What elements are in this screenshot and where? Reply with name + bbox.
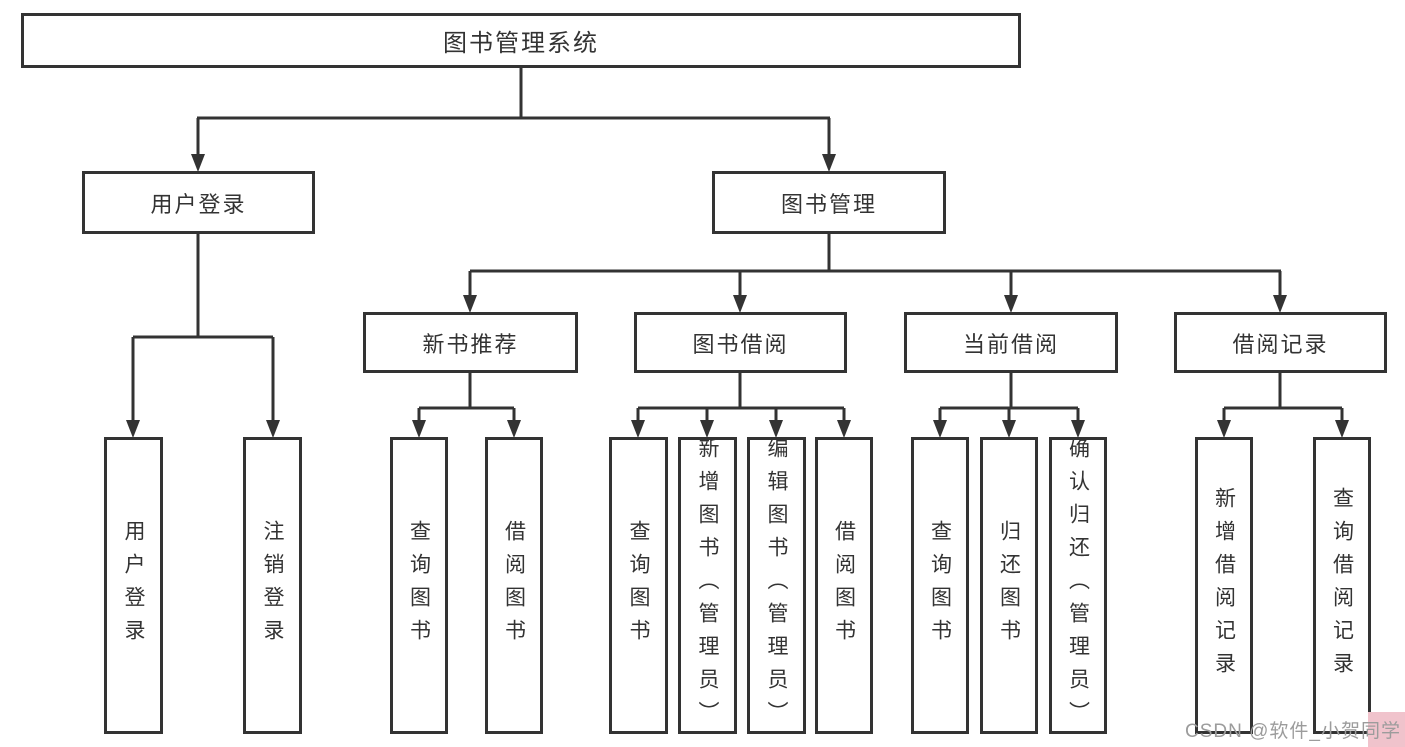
node-label: 查询图书 xyxy=(407,519,431,652)
node-label: 借阅图书 xyxy=(502,519,526,652)
leaf-records-add-record: 新增借阅记录 xyxy=(1195,437,1253,734)
watermark-highlight xyxy=(1368,712,1405,747)
csdn-watermark: CSDN @软件_小贺同学 xyxy=(1185,721,1401,742)
node-label: 用户登录 xyxy=(122,519,146,652)
node-label: 用户登录 xyxy=(150,191,247,217)
leaf-borrowing-borrow-book: 借阅图书 xyxy=(815,437,873,734)
node-label: 查询图书 xyxy=(928,519,952,652)
leaf-borrowing-query-book: 查询图书 xyxy=(609,437,668,734)
node-label: 图书管理 xyxy=(780,191,877,217)
leaf-records-query-record: 查询借阅记录 xyxy=(1313,437,1371,734)
node-new-book-recommend: 新书推荐 xyxy=(363,312,578,373)
node-label: 归还图书 xyxy=(997,519,1021,652)
node-label: 图书管理系统 xyxy=(443,30,599,57)
node-label: 新书推荐 xyxy=(422,331,519,357)
node-label: 查询图书 xyxy=(627,519,651,652)
leaf-logout: 注销登录 xyxy=(243,437,302,734)
leaf-current-confirm-return-admin: 确认归还（管理员） xyxy=(1049,437,1107,734)
node-borrowing-records: 借阅记录 xyxy=(1174,312,1387,373)
node-label: 编辑图书（管理员） xyxy=(765,437,789,734)
node-current-borrowing: 当前借阅 xyxy=(904,312,1118,373)
leaf-recommend-borrow-book: 借阅图书 xyxy=(485,437,543,734)
leaf-user-login: 用户登录 xyxy=(104,437,163,734)
leaf-current-query-book: 查询图书 xyxy=(911,437,969,734)
node-label: 借阅记录 xyxy=(1232,331,1329,357)
leaf-recommend-query-book: 查询图书 xyxy=(390,437,448,734)
node-label: 当前借阅 xyxy=(962,331,1059,357)
node-user-login: 用户登录 xyxy=(82,171,315,234)
node-book-management: 图书管理 xyxy=(712,171,946,234)
node-label: 新增图书（管理员） xyxy=(696,437,720,734)
node-label: 注销登录 xyxy=(261,519,285,652)
node-label: 新增借阅记录 xyxy=(1212,486,1236,685)
node-library-management-system: 图书管理系统 xyxy=(21,13,1021,68)
leaf-borrowing-add-book-admin: 新增图书（管理员） xyxy=(678,437,737,734)
leaf-borrowing-edit-book-admin: 编辑图书（管理员） xyxy=(747,437,806,734)
node-label: 查询借阅记录 xyxy=(1330,486,1354,685)
node-book-borrowing: 图书借阅 xyxy=(634,312,847,373)
node-label: 借阅图书 xyxy=(832,519,856,652)
node-label: 确认归还（管理员） xyxy=(1066,437,1090,734)
leaf-current-return-book: 归还图书 xyxy=(980,437,1038,734)
node-label: 图书借阅 xyxy=(692,331,789,357)
